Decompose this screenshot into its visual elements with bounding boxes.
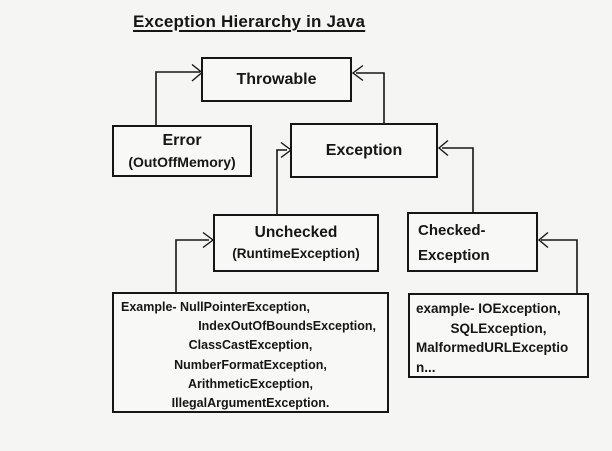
unchecked-example-line: Example- NullPointerException, xyxy=(121,300,310,314)
node-checked-label-line2: Exception xyxy=(418,247,490,264)
node-exception: Exception xyxy=(290,123,438,178)
checked-examples-box: example- IOException, SQLException, Malf… xyxy=(408,293,589,378)
unchecked-example-line: IllegalArgumentException. xyxy=(171,396,330,411)
node-error-label: Error xyxy=(162,132,202,149)
unchecked-example-line: IndexOutOfBoundsException, xyxy=(198,319,376,334)
edge-checked-to-exception xyxy=(437,139,474,212)
checked-example-line: MalformedURLExceptio xyxy=(416,340,569,355)
node-exception-label: Exception xyxy=(325,142,403,159)
node-error-sublabel: (OutOffMemory) xyxy=(128,154,236,170)
diagram-title: Exception Hierarchy in Java xyxy=(133,12,366,31)
checked-example-line: SQLException, xyxy=(450,320,547,336)
edge-unchecked-examples-to-unchecked xyxy=(175,231,215,292)
checked-example-line: n... xyxy=(416,359,436,375)
checked-example-line: example- IOException, xyxy=(416,301,561,316)
node-unchecked-sublabel: (RuntimeException) xyxy=(232,246,360,261)
edge-exception-to-throwable xyxy=(351,64,385,123)
node-error: Error (OutOffMemory) xyxy=(112,125,252,177)
node-throwable: Throwable xyxy=(201,57,352,102)
node-checked-exception: Checked- Exception xyxy=(407,212,538,272)
node-unchecked: Unchecked (RuntimeException) xyxy=(213,214,379,272)
edge-error-to-throwable xyxy=(155,63,204,125)
edge-checked-examples-to-checked xyxy=(537,231,578,293)
unchecked-example-line: ClassCastException, xyxy=(188,338,313,353)
unchecked-example-line: ArithmeticException, xyxy=(187,376,314,391)
node-unchecked-label: Unchecked xyxy=(254,224,338,241)
node-throwable-label: Throwable xyxy=(236,71,317,88)
node-checked-label-line1: Checked- xyxy=(418,222,486,239)
unchecked-examples-box: Example- NullPointerException, IndexOutO… xyxy=(112,292,389,413)
edge-unchecked-to-exception xyxy=(276,141,293,214)
unchecked-example-line: NumberFormatException, xyxy=(174,357,327,372)
